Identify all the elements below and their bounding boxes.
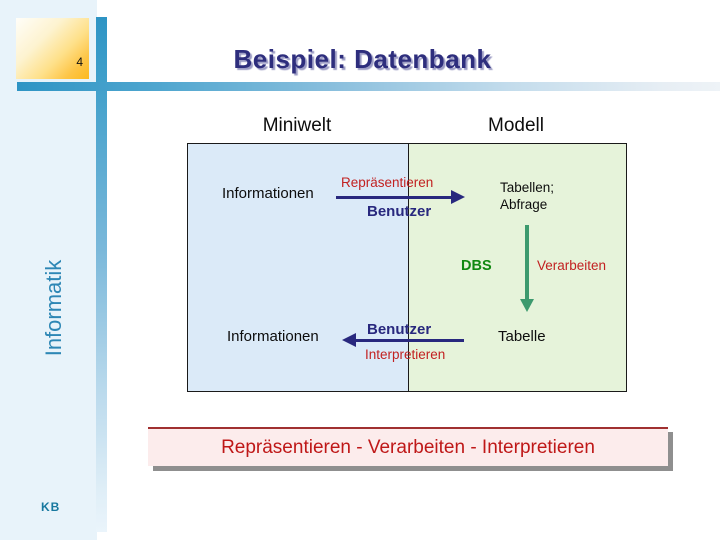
label-informationen-target: Informationen <box>227 328 319 345</box>
diagram-box: Informationen Repräsentieren Benutzer Ta… <box>187 143 627 392</box>
label-dbs: DBS <box>461 258 492 274</box>
slide-title: Beispiel: Datenbank <box>233 44 492 74</box>
author-initials: KB <box>41 500 61 514</box>
summary-banner: Repräsentieren - Verarbeiten - Interpret… <box>148 427 668 466</box>
column-header-modell: Modell <box>488 115 544 136</box>
arrow-left-icon <box>342 333 464 347</box>
label-benutzer-top: Benutzer <box>367 203 432 220</box>
vertical-label-informatik: Informatik <box>41 259 66 357</box>
label-tabellen-line2: Abfrage <box>500 197 548 212</box>
horizontal-accent-line <box>17 82 720 91</box>
miniwelt-panel <box>188 144 409 391</box>
label-tabellen-line1: Tabellen; <box>500 180 555 195</box>
arrow-down-icon <box>520 225 534 312</box>
summary-text: Repräsentieren - Verarbeiten - Interpret… <box>221 436 595 458</box>
column-header-miniwelt: Miniwelt <box>262 115 332 136</box>
label-tabelle: Tabelle <box>498 328 546 345</box>
label-interpretieren: Interpretieren <box>365 347 446 362</box>
label-verarbeiten: Verarbeiten <box>537 258 607 273</box>
label-tabellen-abfrage: Tabellen; Abfrage <box>500 179 554 213</box>
label-informationen-source: Informationen <box>222 185 314 202</box>
page-number-badge: 4 <box>16 18 89 79</box>
modell-panel <box>409 144 626 391</box>
vertical-accent-line <box>96 17 107 532</box>
label-repraesentieren: Repräsentieren <box>341 175 434 190</box>
label-benutzer-bottom: Benutzer <box>367 321 432 338</box>
arrow-right-icon <box>336 190 465 204</box>
page-number: 4 <box>76 55 83 69</box>
